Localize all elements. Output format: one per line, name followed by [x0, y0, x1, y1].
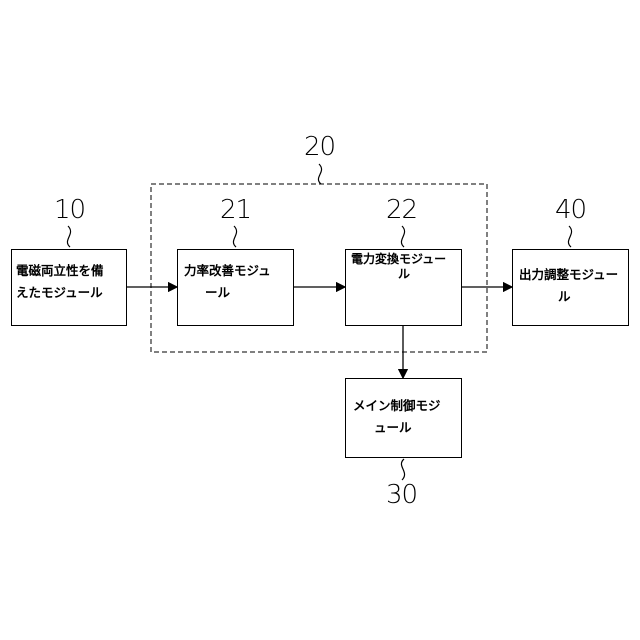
- ref-20: 20: [304, 132, 335, 162]
- module-40-label-line2: ル: [558, 284, 571, 310]
- leader-40: [568, 226, 571, 247]
- ref-30: 30: [386, 480, 417, 510]
- leader-10: [67, 226, 70, 247]
- module-10-label-line2: えたモジュール: [16, 280, 103, 306]
- leader-21: [233, 226, 236, 247]
- ref-40: 40: [555, 195, 586, 225]
- ref-10: 10: [54, 195, 85, 225]
- leader-30: [401, 459, 404, 480]
- ref-22: 22: [386, 195, 417, 225]
- module-22-label-line2: ル: [398, 261, 410, 287]
- module-30-label-line2: ュール: [374, 415, 412, 441]
- leader-20: [318, 164, 321, 184]
- leader-22: [401, 226, 404, 247]
- module-21-label-line2: ール: [205, 280, 230, 306]
- ref-21: 21: [220, 195, 251, 225]
